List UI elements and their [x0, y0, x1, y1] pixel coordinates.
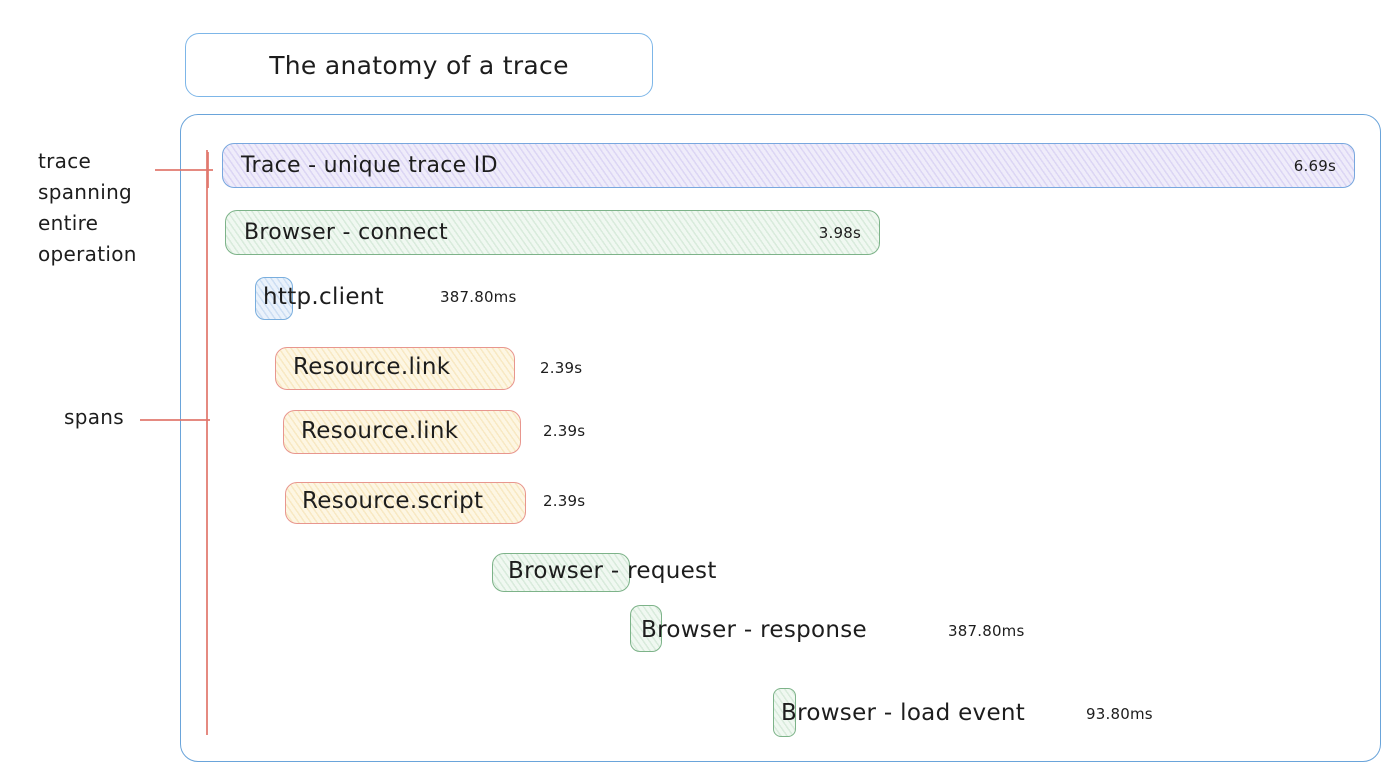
trace-bar-label: Trace - unique trace ID	[241, 153, 498, 178]
trace-connector-tick	[207, 152, 209, 188]
span-browser-request-box	[492, 553, 630, 592]
http-client-duration: 387.80ms	[440, 288, 517, 306]
http-client-label: http.client	[263, 284, 384, 310]
browser-connect-label: Browser - connect	[244, 220, 448, 245]
spans-annotation: spans	[64, 405, 124, 429]
trace-annotation: trace spanning entire operation	[38, 149, 137, 266]
diagram-title-box: The anatomy of a trace	[185, 33, 653, 97]
trace-bar: Trace - unique trace ID 6.69s	[222, 143, 1355, 188]
browser-response-label: Browser - response	[641, 617, 867, 643]
browser-response-duration: 387.80ms	[948, 622, 1025, 640]
span-resource-link-2-box	[283, 410, 521, 454]
span-browser-response-box	[630, 605, 662, 652]
diagram-title: The anatomy of a trace	[269, 50, 569, 80]
trace-bar-duration: 6.69s	[1293, 156, 1336, 175]
span-resource-link-1-box	[275, 347, 515, 390]
browser-load-event-label: Browser - load event	[781, 700, 1026, 726]
resource-link-1-duration: 2.39s	[540, 359, 583, 377]
resource-link-2-duration: 2.39s	[543, 422, 586, 440]
span-browser-load-event-box	[773, 688, 796, 737]
browser-load-event-duration: 93.80ms	[1086, 705, 1153, 723]
trace-connector-line	[155, 169, 213, 171]
resource-script-label: Resource.script	[302, 488, 484, 514]
browser-request-label: Browser - request	[508, 558, 717, 584]
spans-connector-line	[140, 419, 210, 421]
resource-script-duration: 2.39s	[543, 492, 586, 510]
spans-guide-line	[206, 150, 208, 735]
resource-link-1-label: Resource.link	[293, 354, 451, 380]
browser-connect-duration: 3.98s	[818, 223, 861, 242]
span-resource-script-box	[285, 482, 526, 524]
span-http-client-box	[255, 277, 293, 320]
resource-link-2-label: Resource.link	[301, 418, 459, 444]
span-browser-connect: Browser - connect 3.98s	[225, 210, 880, 255]
